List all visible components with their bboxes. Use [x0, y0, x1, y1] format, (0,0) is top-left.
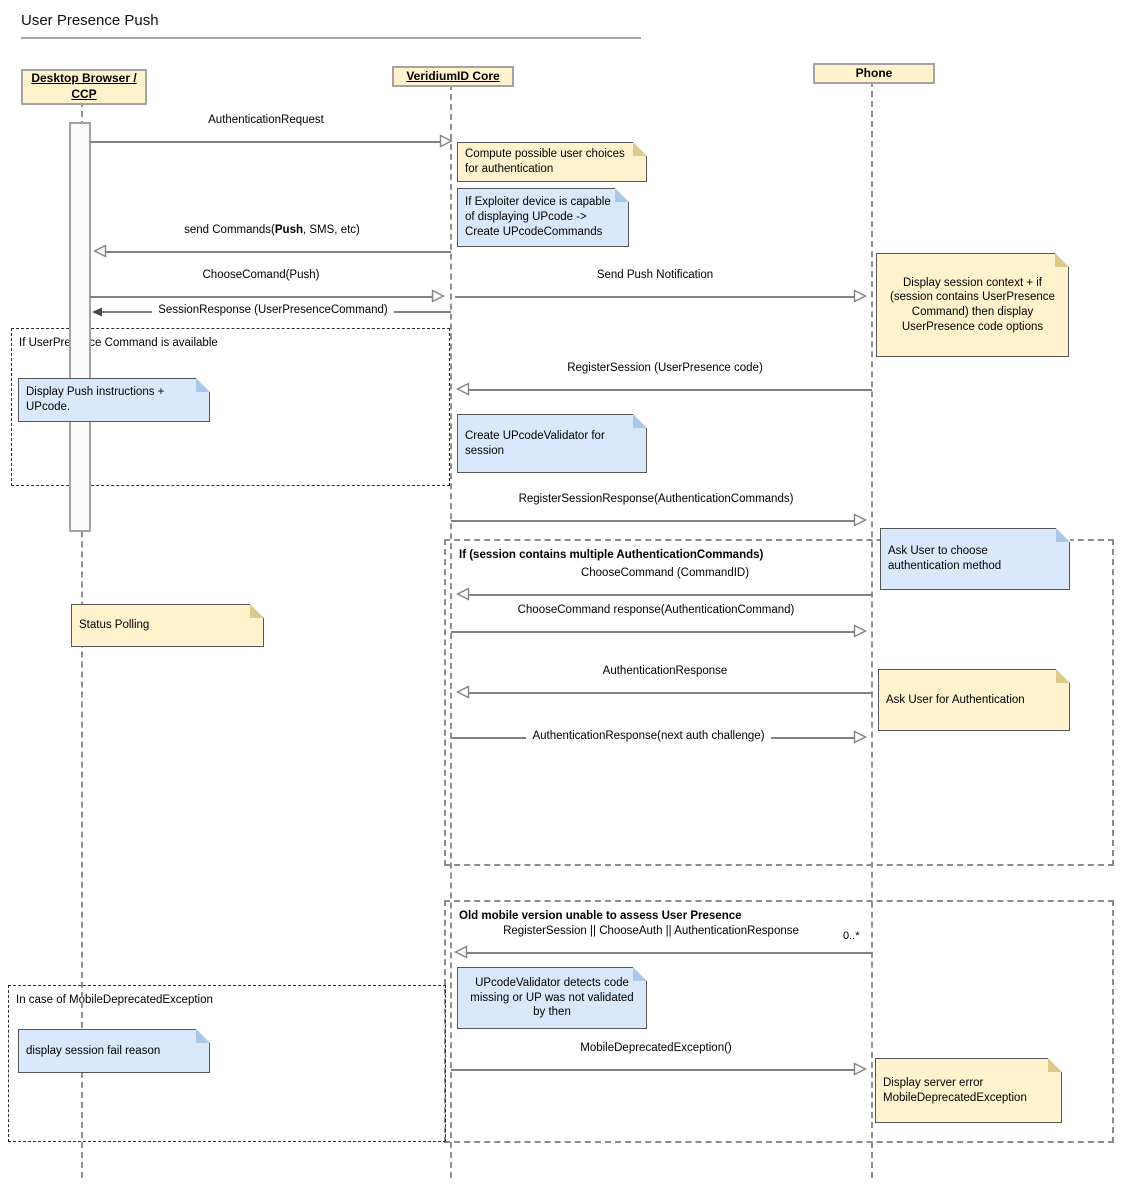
actor-phone: Phone [813, 63, 935, 84]
fragment-label: In case of MobileDeprecatedException [16, 994, 213, 1006]
note-push-instructions: Display Push instructions + UPcode. [18, 378, 210, 422]
open-arrowhead-icon [431, 289, 445, 303]
message-label-choosecomand: ChooseComand(Push) [202, 269, 320, 281]
open-arrowhead-icon [439, 134, 453, 148]
open-arrowhead-icon [456, 685, 470, 699]
title-divider [21, 37, 641, 39]
open-arrowhead-icon [853, 513, 867, 527]
filled-arrowhead-icon [92, 307, 102, 317]
open-arrowhead-icon [456, 587, 470, 601]
actor-desktop-browser-ccp: Desktop Browser / CCP [21, 69, 147, 105]
message-label-choosecommand: ChooseCommand (CommandID) [580, 567, 750, 579]
message-line [455, 296, 855, 298]
fragment-label: If (session contains multiple Authentica… [459, 549, 764, 561]
note-ask-user-choose: Ask User to choose authentication method [880, 528, 1070, 590]
message-line [90, 296, 432, 298]
message-line [458, 952, 872, 954]
message-label-sessionresponse: SessionResponse (UserPresenceCommand) [95, 304, 451, 316]
activation-bar-desktop [69, 122, 91, 532]
note-upcodevalidator-detects: UPcodeValidator detects code missing or … [457, 967, 647, 1029]
open-arrowhead-icon [853, 624, 867, 638]
note-exploiter-upcode: If Exploiter device is capable of displa… [457, 188, 629, 247]
message-label-choosecommand-response: ChooseCommand response(AuthenticationCom… [517, 604, 795, 616]
fragment-mobile-deprecated: In case of MobileDeprecatedException [8, 985, 446, 1142]
message-label-send-commands: send Commands(Push, SMS, etc) [184, 224, 360, 236]
message-label-mobiledeprecated: MobileDeprecatedException() [580, 1042, 732, 1054]
message-line [97, 251, 451, 253]
open-arrowhead-icon [853, 289, 867, 303]
message-label-authenticationresponse: AuthenticationResponse [602, 665, 728, 677]
message-line [90, 141, 440, 143]
fragment-if-multiple-commands: If (session contains multiple Authentica… [444, 539, 1114, 866]
fragment-if-userpresence-available: If UserPresence Command is available [11, 328, 450, 486]
multiplicity-label: 0..* [843, 930, 860, 942]
message-line [451, 520, 854, 522]
note-display-session-context: Display session context + if (session co… [876, 253, 1069, 357]
open-arrowhead-icon [454, 945, 468, 959]
note-compute-choices: Compute possible user choices for authen… [457, 142, 647, 182]
message-label-register-or: RegisterSession || ChooseAuth || Authent… [503, 925, 799, 937]
open-arrowhead-icon [456, 382, 470, 396]
message-line [451, 631, 854, 633]
diagram-title: User Presence Push [21, 12, 159, 29]
message-label-registersessionresponse: RegisterSessionResponse(AuthenticationCo… [518, 493, 794, 505]
message-line [460, 692, 872, 694]
note-display-server-error: Display server error MobileDeprecatedExc… [875, 1058, 1062, 1123]
message-label-authenticationresponse-next: AuthenticationResponse(next auth challen… [451, 730, 846, 742]
actor-veridiumid-core: VeridiumID Core [392, 66, 514, 87]
open-arrowhead-icon [853, 730, 867, 744]
open-arrowhead-icon [93, 244, 107, 258]
lifeline-phone [871, 81, 873, 1178]
note-create-upcodevalidator: Create UPcodeValidator for session [457, 414, 647, 473]
message-label-authenticationrequest: AuthenticationRequest [208, 114, 324, 126]
note-status-polling: Status Polling [71, 604, 264, 647]
note-display-fail-reason: display session fail reason [18, 1029, 210, 1073]
message-label-registersession: RegisterSession (UserPresence code) [567, 362, 763, 374]
open-arrowhead-icon [853, 1062, 867, 1076]
fragment-label: If UserPresence Command is available [19, 337, 218, 349]
message-line [451, 1069, 854, 1071]
message-line [460, 389, 872, 391]
message-line [460, 594, 872, 596]
note-ask-user-authentication: Ask User for Authentication [878, 669, 1070, 731]
message-label-send-push: Send Push Notification [596, 269, 714, 281]
fragment-label: Old mobile version unable to assess User… [459, 910, 742, 922]
